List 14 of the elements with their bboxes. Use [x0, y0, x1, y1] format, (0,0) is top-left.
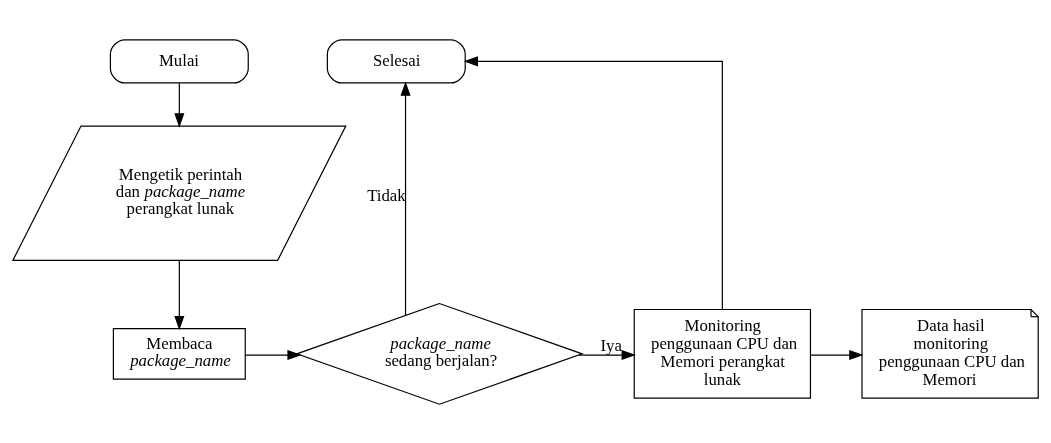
arrow	[174, 259, 185, 330]
node-diamond: package_name sedang berjalan?	[295, 302, 584, 405]
node-box: Mulai	[109, 38, 249, 84]
edge-label: Iya	[600, 335, 622, 354]
node-box: Membaca package_name	[112, 327, 246, 380]
arrow	[463, 55, 723, 310]
arrow	[400, 80, 411, 316]
arrow	[810, 349, 864, 360]
edge-label: Tidak	[367, 185, 406, 205]
arrow	[578, 349, 636, 360]
node-box: Monitoring penggunaan CPU dan Memori perangkat lunak	[633, 308, 812, 399]
arrow	[174, 82, 185, 128]
node-box: Selesai	[326, 38, 466, 84]
arrow	[244, 349, 302, 360]
